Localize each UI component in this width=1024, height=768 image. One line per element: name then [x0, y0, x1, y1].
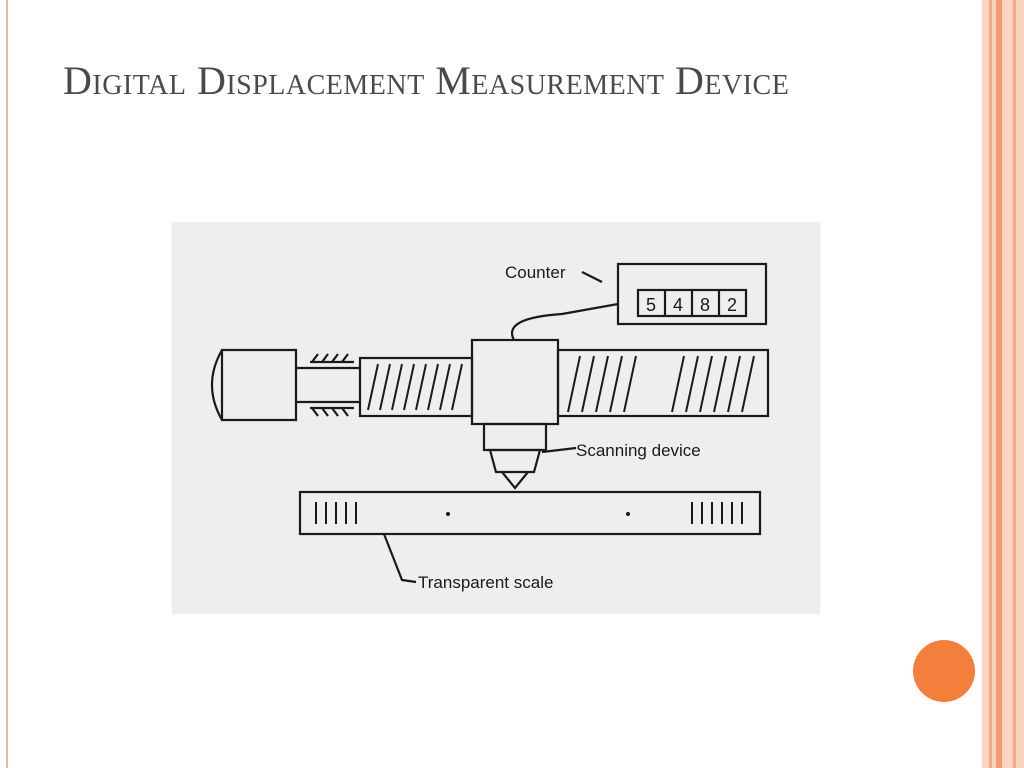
- device-diagram: Counter Scanning device Transparent scal…: [172, 222, 820, 614]
- screw-right: [556, 348, 770, 418]
- scanning-device-label: Scanning device: [576, 441, 701, 460]
- counter-box: [616, 262, 768, 326]
- counter-leader: [581, 271, 603, 283]
- left-frame-line: [6, 0, 8, 768]
- slide-title: Digital Displacement Measurement Device: [63, 58, 790, 103]
- counter-digit: 2: [727, 295, 737, 315]
- decorative-orange-circle: [913, 640, 975, 702]
- bearing-top: [310, 353, 354, 364]
- motor-cap: [211, 349, 223, 421]
- right-frame-line: [996, 0, 1002, 768]
- counter-digit-dividers: [663, 290, 721, 316]
- transparent-scale-label: Transparent scale: [418, 573, 553, 592]
- counter-label: Counter: [505, 263, 566, 282]
- counter-digit: 5: [646, 295, 656, 315]
- transparent-scale: [298, 490, 762, 536]
- carriage: [470, 338, 560, 426]
- counter-digit: 8: [700, 295, 710, 315]
- scanning-head: [482, 422, 548, 452]
- shaft-guide: [296, 366, 360, 404]
- counter-cable: [511, 302, 619, 341]
- device-diagram-drawing: Counter Scanning device Transparent scal…: [211, 262, 770, 592]
- right-frame-line: [1013, 0, 1016, 768]
- scanning-leader: [541, 446, 577, 454]
- scanning-tip: [488, 448, 542, 474]
- right-frame-line: [989, 0, 992, 768]
- scale-leader: [382, 533, 417, 584]
- scanning-point: [501, 471, 529, 490]
- bearing-bottom: [310, 406, 354, 417]
- motor-housing: [220, 348, 298, 422]
- counter-digit: 4: [673, 295, 683, 315]
